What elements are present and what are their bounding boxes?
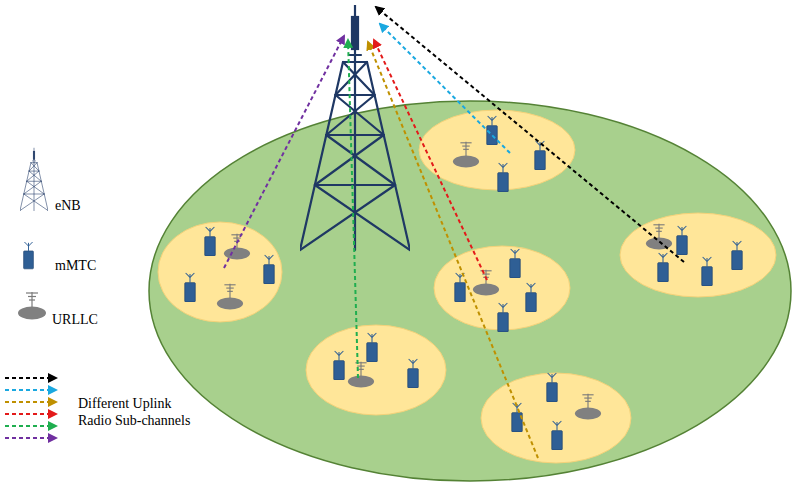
cluster bbox=[481, 373, 631, 463]
legend-arrow bbox=[5, 425, 56, 427]
mmtc-device bbox=[205, 227, 216, 256]
mmtc-device bbox=[658, 253, 669, 282]
uplink-arrow bbox=[348, 40, 358, 378]
legend-entry: Different Uplink Radio Sub-channels bbox=[78, 396, 206, 430]
legend-entry: mMTC bbox=[55, 258, 115, 275]
mmtc-device bbox=[677, 226, 688, 255]
cluster bbox=[158, 222, 282, 322]
coverage-area bbox=[149, 101, 791, 481]
urllc-device bbox=[646, 224, 672, 250]
legend-arrow bbox=[5, 377, 56, 379]
uplink-arrow bbox=[376, 7, 684, 262]
uplink-arrow bbox=[380, 24, 510, 153]
mmtc-device bbox=[455, 273, 466, 302]
legend-label: Different Uplink Radio Sub-channels bbox=[78, 396, 206, 430]
mmtc-device bbox=[367, 333, 378, 362]
urllc-device bbox=[453, 142, 479, 168]
mmtc-device bbox=[264, 255, 275, 284]
mmtc-icon bbox=[24, 242, 34, 269]
legend-entry: URLLC bbox=[52, 312, 122, 329]
legend-label: eNB bbox=[55, 198, 115, 215]
urllc-icon bbox=[18, 292, 46, 320]
urllc-device bbox=[348, 362, 374, 388]
mmtc-device bbox=[498, 303, 509, 332]
mmtc-device bbox=[547, 373, 558, 402]
mmtc-device bbox=[185, 273, 196, 302]
mmtc-device bbox=[552, 421, 563, 450]
mmtc-device bbox=[732, 241, 743, 270]
urllc-device bbox=[473, 270, 499, 296]
legend-arrow bbox=[5, 437, 56, 439]
uplink-arrow bbox=[368, 42, 538, 458]
cluster bbox=[306, 325, 446, 415]
legend-arrow bbox=[5, 401, 56, 403]
mmtc-device bbox=[498, 163, 509, 192]
cluster bbox=[419, 110, 575, 190]
mmtc-device bbox=[510, 249, 521, 278]
legend-arrow bbox=[5, 413, 56, 415]
cluster bbox=[620, 213, 776, 297]
devices bbox=[185, 116, 743, 450]
mmtc-device bbox=[526, 283, 537, 312]
mmtc-device bbox=[702, 257, 713, 286]
legend-label: mMTC bbox=[55, 258, 115, 275]
legend-samples bbox=[5, 148, 56, 438]
mmtc-device bbox=[334, 351, 345, 380]
enb-tower bbox=[300, 5, 410, 250]
legend-entry: eNB bbox=[55, 198, 115, 215]
uplink-arrow bbox=[224, 36, 344, 268]
uplink-arrows bbox=[224, 7, 684, 458]
urllc-device bbox=[575, 394, 601, 420]
mmtc-device bbox=[408, 359, 419, 388]
uplink-arrow bbox=[374, 40, 487, 280]
legend-label: URLLC bbox=[52, 312, 122, 329]
urllc-device bbox=[224, 234, 250, 260]
enb-icon bbox=[20, 148, 48, 210]
legend-arrow bbox=[5, 389, 56, 391]
urllc-device bbox=[217, 284, 243, 310]
